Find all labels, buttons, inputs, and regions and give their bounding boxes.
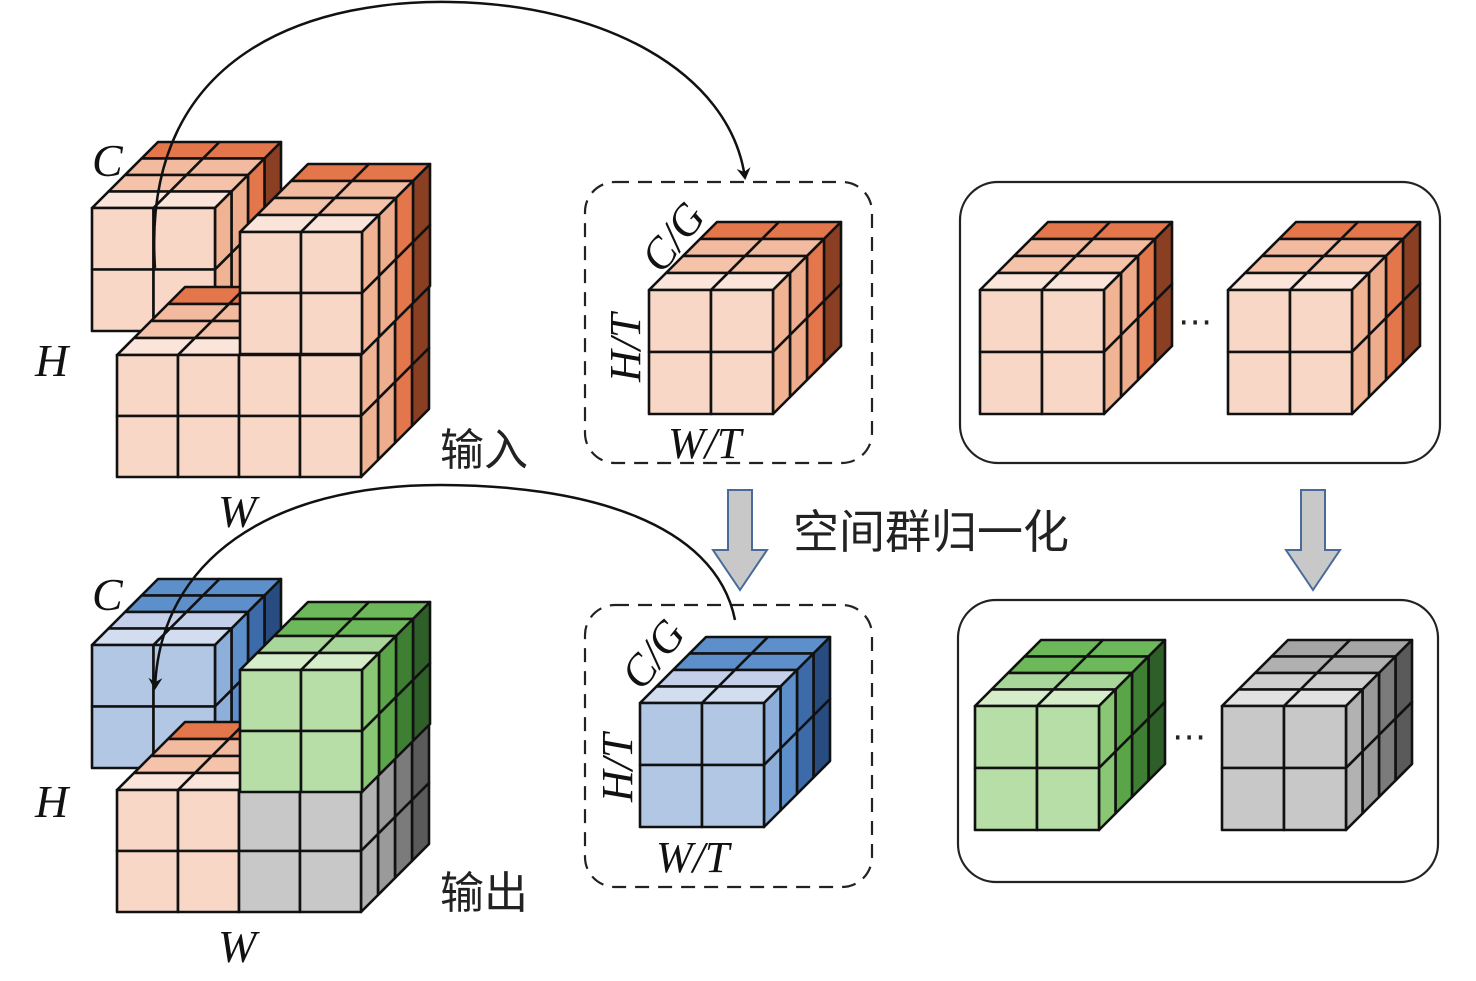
cube-front-cell [238, 668, 303, 733]
cube-front-cell [647, 288, 713, 354]
input-title: 输入 [440, 425, 528, 476]
group-top-height-label: H/T [601, 310, 650, 383]
cube-front-cell [298, 414, 363, 479]
cube-front-cell [237, 788, 302, 853]
output-title: 输出 [440, 868, 528, 919]
input-height-label: H [34, 335, 71, 386]
cube-front-cell [638, 763, 704, 829]
input-upper-block [238, 162, 432, 356]
cube-front-cell [647, 350, 713, 416]
cube-front-cell [237, 414, 302, 479]
cube-front-cell [152, 643, 217, 708]
cube-front-cell [238, 230, 303, 295]
group-box-top [583, 180, 874, 465]
panel-bottom-cube-green [973, 638, 1167, 832]
ellipsis-bottom: ⋯ [1172, 717, 1206, 757]
cube-front-cell [638, 701, 704, 767]
cube-front-cell [237, 353, 302, 418]
cube-front-cell [1226, 350, 1292, 416]
group-box-bottom [583, 603, 874, 889]
cube-front-cell [700, 701, 766, 767]
cube-front-cell [709, 350, 775, 416]
cube-front-cell [176, 788, 241, 853]
output-height-label: H [34, 776, 71, 827]
output-upper-block [238, 600, 432, 794]
cube-front-cell [1220, 704, 1286, 770]
group-bottom-width-label: W/T [656, 833, 733, 882]
cube-front-cell [90, 643, 155, 708]
panel-bottom-cube-gray [1220, 638, 1414, 832]
cube-front-cell [176, 353, 241, 418]
cube-front-cell [1040, 288, 1106, 354]
cube-front-cell [1288, 288, 1354, 354]
cube-front-cell [299, 668, 364, 733]
cube-front-cell [973, 704, 1039, 770]
process-label: 空间群归一化 [793, 505, 1069, 559]
output-width-label: W [218, 921, 260, 972]
cube-front-cell [1282, 766, 1348, 832]
cube-layer [90, 140, 1422, 914]
groups-panel-top [958, 180, 1442, 465]
down-arrow-right [1284, 489, 1342, 592]
panel-top-cube-1 [978, 220, 1174, 416]
cube-front-cell [700, 763, 766, 829]
cube-front-cell [978, 350, 1044, 416]
cube-front-cell [90, 268, 155, 333]
group-bottom-height-label: H/T [593, 730, 642, 803]
group-top-width-label: W/T [668, 419, 745, 468]
cube-front-cell [299, 729, 364, 794]
cube-front-cell [298, 788, 363, 853]
output-channel-label: C [92, 569, 124, 620]
cube-front-cell [298, 353, 363, 418]
group-cube-top [647, 220, 843, 416]
cube-front-cell [238, 291, 303, 356]
split-arrow-curve [152, 0, 751, 269]
cube-front-cell [299, 230, 364, 295]
cube-front-cell [115, 849, 180, 914]
cube-front-cell [238, 729, 303, 794]
cube-front-cell [90, 705, 155, 770]
cube-front-cell [1288, 350, 1354, 416]
cube-front-cell [115, 788, 180, 853]
cube-front-cell [176, 414, 241, 479]
cube-front-cell [115, 414, 180, 479]
ellipsis-top: ⋯ [1178, 302, 1212, 342]
down-arrow-left [711, 489, 769, 592]
cube-front-cell [152, 206, 217, 271]
cube-front-cell [299, 291, 364, 356]
cube-front-cell [1035, 704, 1101, 770]
cube-front-cell [709, 288, 775, 354]
cube-front-cell [973, 766, 1039, 832]
cube-front-cell [90, 206, 155, 271]
cube-front-cell [1035, 766, 1101, 832]
cube-front-cell [298, 849, 363, 914]
group-cube-bottom [638, 635, 832, 829]
cube-front-cell [978, 288, 1044, 354]
groups-panel-bottom [956, 598, 1440, 884]
input-channel-label: C [92, 135, 124, 186]
cube-front-cell [115, 353, 180, 418]
input-width-label: W [218, 486, 260, 537]
cube-front-cell [1226, 288, 1292, 354]
panel-top-cube-2 [1226, 220, 1422, 416]
cube-front-cell [237, 849, 302, 914]
merge-arrow-curve [148, 483, 737, 690]
cube-front-cell [1282, 704, 1348, 770]
cube-front-cell [1220, 766, 1286, 832]
cube-front-cell [176, 849, 241, 914]
cube-front-cell [1040, 350, 1106, 416]
